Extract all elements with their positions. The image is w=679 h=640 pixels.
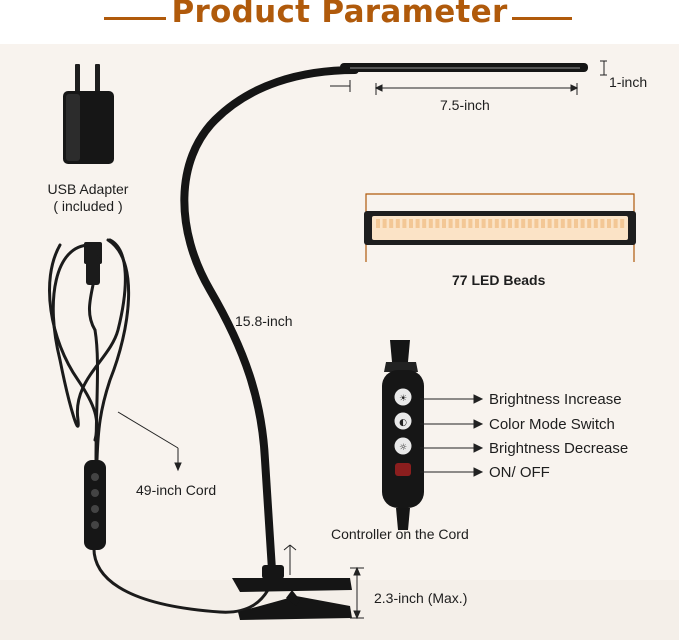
led-bead [593,219,598,228]
led-bead [475,219,479,228]
sun-minus-icon [394,437,412,455]
led-bead [455,219,460,228]
svg-text:☼: ☼ [399,443,407,453]
led-bead [521,219,526,228]
head-thickness-label: 1-inch [609,74,648,90]
controller-button-label: Color Mode Switch [489,416,615,433]
led-bead [389,219,394,228]
controller-detail: ☀ ◐ ☼ [382,340,484,530]
clamp-icon [232,565,352,620]
led-bead [501,219,506,228]
led-bead [376,219,380,228]
led-bead [448,219,453,228]
led-beads-label: 77 LED Beads [452,272,546,288]
led-bead [488,219,493,228]
controller-button-label: ON/ OFF [489,464,550,481]
led-bead [422,219,427,228]
gooseneck-arm [180,66,359,574]
controller-caption: Controller on the Cord [331,526,469,542]
controller-button-label: Brightness Increase [489,391,622,408]
led-bead [547,219,552,228]
adapter-label-line2: ( included ) [53,198,123,214]
led-bead [527,219,532,228]
page-title: Product Parameter [171,0,508,30]
gooseneck-length-label: 15.8-inch [235,313,293,329]
led-bead [554,219,559,228]
led-bead [607,219,611,228]
adapter-label-line1: USB Adapter [47,181,129,197]
led-bead [560,219,565,228]
led-bead [435,219,440,228]
led-bead [574,219,578,228]
led-bead [600,219,605,228]
led-bead [541,219,545,228]
led-bead [613,219,618,228]
svg-text:☀: ☀ [399,394,407,404]
led-bead [481,219,486,228]
led-bead [514,219,519,228]
led-bead [580,219,585,228]
power-icon [395,463,411,476]
svg-text:◐: ◐ [399,418,407,428]
title-rule-left [104,17,166,20]
led-panel-detail [364,193,636,262]
led-bead [461,219,466,228]
lamp-head [340,63,588,72]
led-bead [415,219,420,228]
led-bead [409,219,413,228]
led-bead [587,219,592,228]
color-mode-icon [394,412,412,430]
led-bead [620,219,625,228]
led-bead [395,219,400,228]
led-bead [494,219,499,228]
head-length-label: 7.5-inch [440,97,490,113]
led-bead [508,219,512,228]
cord-length-label: 49-inch Cord [136,482,217,498]
title-rule-right [512,17,572,20]
led-bead [534,219,539,228]
led-bead [402,219,407,228]
usb-adapter-icon [63,64,114,164]
led-bead [567,219,572,228]
sun-plus-icon [394,388,412,406]
led-bead [428,219,433,228]
led-bead [382,219,387,228]
header-background [0,0,679,44]
dimension-lines [117,60,607,620]
inline-controller-icon [84,460,106,550]
clamp-opening-label: 2.3-inch (Max.) [374,590,468,606]
usb-cable-icon [48,238,270,614]
controller-button-label: Brightness Decrease [489,440,629,457]
led-bead [468,219,473,228]
led-bead [442,219,446,228]
